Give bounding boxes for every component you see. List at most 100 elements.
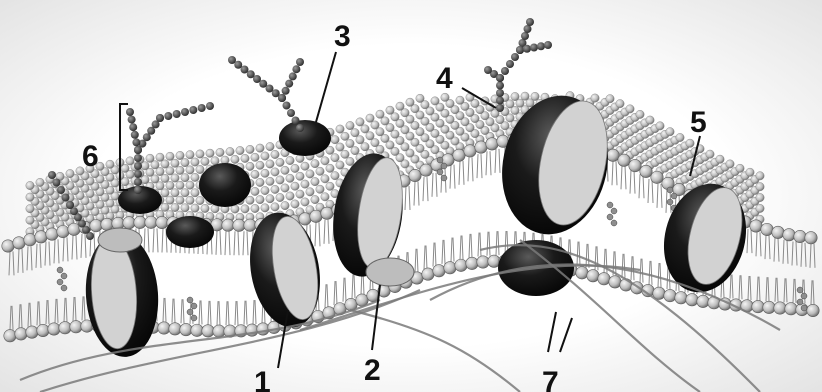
surface-head <box>756 172 764 180</box>
surface-head <box>331 171 339 179</box>
phospholipid-head <box>158 322 170 334</box>
phospholipid-head <box>257 323 269 335</box>
glycan-bead <box>134 178 142 186</box>
surface-head <box>26 193 34 201</box>
surface-head <box>521 92 529 100</box>
surface-head <box>126 157 134 165</box>
phospholipid-head <box>321 207 333 219</box>
glycan-bead <box>521 32 529 40</box>
surface-head <box>276 176 284 184</box>
surface-head <box>251 204 259 212</box>
surface-head <box>181 204 189 212</box>
surface-head <box>156 182 164 190</box>
surface-head <box>246 162 254 170</box>
surface-head <box>341 150 349 158</box>
surface-head <box>181 189 189 197</box>
phospholipid-head <box>761 223 773 235</box>
surface-head <box>106 160 114 168</box>
surface-head <box>166 181 174 189</box>
phospholipid-head <box>213 325 225 337</box>
glycan-bead <box>134 162 142 170</box>
surface-head <box>716 155 724 163</box>
surface-head <box>591 94 599 102</box>
surface-head <box>251 153 259 161</box>
phospholipid-head <box>2 240 14 252</box>
surface-head <box>361 143 369 151</box>
phospholipid-head <box>774 302 786 314</box>
glycan-bead <box>544 41 552 49</box>
surface-head <box>146 154 154 162</box>
phospholipid-head <box>464 145 476 157</box>
phospholipid-head <box>26 326 38 338</box>
phospholipid-head <box>299 213 311 225</box>
phospholipid-head <box>59 322 71 334</box>
surface-head <box>361 125 369 133</box>
glycan-bead <box>134 146 142 154</box>
surface-head <box>276 158 284 166</box>
phospholipid-head <box>772 226 784 238</box>
phospholipid-head <box>587 270 599 282</box>
surface-head <box>181 158 189 166</box>
glycan-bead <box>496 82 504 90</box>
cholesterol-bead <box>61 273 67 279</box>
cholesterol-bead <box>187 297 193 303</box>
cholesterol-bead <box>437 169 443 175</box>
peripheral-protein <box>166 216 214 248</box>
glycan-bead <box>57 186 65 194</box>
cholesterol-bead <box>797 287 803 293</box>
glycan-bead <box>296 124 304 132</box>
surface-head <box>171 159 179 167</box>
glycan-bead <box>48 171 56 179</box>
surface-head <box>346 139 354 147</box>
surface-head <box>191 158 199 166</box>
surface-head <box>186 166 194 174</box>
glycan-bead <box>181 108 189 116</box>
phospholipid-head <box>783 229 795 241</box>
surface-head <box>291 200 299 208</box>
surface-head <box>171 189 179 197</box>
surface-head <box>386 106 394 114</box>
surface-head <box>166 152 174 160</box>
glycan-bead <box>228 56 236 64</box>
surface-head <box>191 173 199 181</box>
cholesterol-bead <box>607 202 613 208</box>
cholesterol-bead <box>191 315 197 321</box>
surface-head <box>256 195 264 203</box>
glycan-bead <box>164 112 172 120</box>
label-7: 7 <box>542 366 559 392</box>
glycan-bead <box>66 201 74 209</box>
cholesterol-bead <box>441 175 447 181</box>
cholesterol-bead <box>797 299 803 305</box>
phospholipid-head <box>794 230 806 242</box>
glycan-bead <box>287 109 295 117</box>
surface-head <box>666 128 674 136</box>
phospholipid-head <box>675 292 687 304</box>
surface-head <box>176 181 184 189</box>
surface-head <box>266 177 274 185</box>
surface-head <box>431 97 439 105</box>
glycan-bead <box>283 102 291 110</box>
surface-head <box>36 178 44 186</box>
surface-head <box>676 133 684 141</box>
surface-head <box>736 164 744 172</box>
glycan-bead <box>496 104 504 112</box>
surface-head <box>26 181 34 189</box>
glycan-bead <box>134 154 142 162</box>
label-4: 4 <box>436 62 453 95</box>
cholesterol-bead <box>57 267 63 273</box>
surface-head <box>746 168 754 176</box>
phospholipid-head <box>807 304 819 316</box>
surface-head <box>211 157 219 165</box>
phospholipid-head <box>455 259 467 271</box>
phospholipid-head <box>805 232 817 244</box>
surface-head <box>271 185 279 193</box>
surface-head <box>226 147 234 155</box>
surface-head <box>531 92 539 100</box>
phospholipid-head <box>169 323 181 335</box>
phospholipid-head <box>453 149 465 161</box>
cholesterol-bead <box>441 163 447 169</box>
phospholipid-head <box>486 138 498 150</box>
glycoprotein-base <box>279 120 331 156</box>
cholesterol-bead <box>191 303 197 309</box>
surface-head <box>456 96 464 104</box>
